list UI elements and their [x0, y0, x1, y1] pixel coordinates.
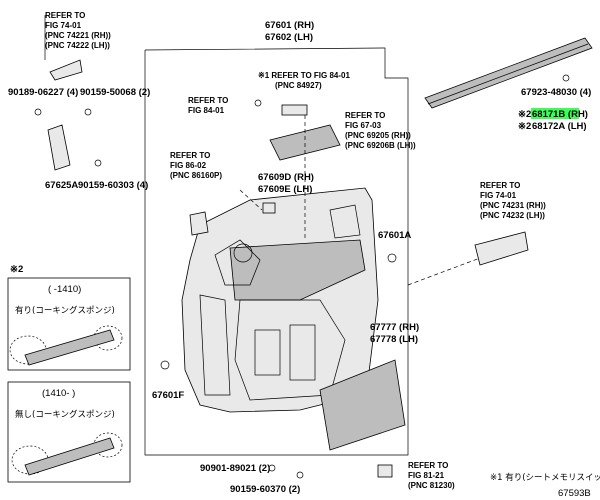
speaker-connector[interactable]: [189, 211, 209, 236]
switch-clip-icon[interactable]: [254, 99, 262, 107]
inset-title: ※2: [10, 264, 23, 275]
callout-screw-90159-60370: 90159-60370 (2): [230, 484, 300, 495]
inset-range-bottom: (1410- ): [42, 388, 75, 399]
reference-fig-74-01-b[interactable]: REFER TO FIG 74-01 (PNC 74231 (RH)) (PNC…: [480, 181, 546, 220]
svg-text:REFER TO: REFER TO: [188, 96, 228, 105]
footnote: ※1 有り(シートメモリスイッチ): [490, 472, 600, 483]
inset-label-top: 有り(コーキングスポンジ): [15, 305, 115, 316]
inset-box-bottom: [7, 381, 131, 483]
reference-fig-81-21[interactable]: REFER TO FIG 81-21 (PNC 81230): [408, 461, 455, 490]
bolt-icon[interactable]: [34, 108, 42, 116]
svg-text:REFER TO: REFER TO: [170, 151, 210, 160]
svg-text:(PNC 81230): (PNC 81230): [408, 481, 455, 490]
clip-67601f-icon[interactable]: [160, 360, 170, 370]
door-trim-panel[interactable]: [181, 187, 379, 413]
callout-67923: 67923-48030 (4): [521, 87, 591, 98]
leader-dash: [239, 189, 263, 211]
moulding-clip-icon[interactable]: [562, 74, 570, 82]
callout-screw-90159-50068: 90159-50068 (2): [80, 87, 150, 98]
callout-67601a: 67601A: [378, 230, 411, 241]
mirror-cover-part[interactable]: [49, 59, 83, 81]
bracket-67625a[interactable]: [47, 124, 71, 171]
mark-x2-b: ※2: [518, 121, 531, 132]
callout-68171b[interactable]: 68171B (RH): [532, 109, 588, 120]
plug-67609d[interactable]: [262, 202, 276, 214]
svg-text:FIG 84-01: FIG 84-01: [188, 106, 225, 115]
svg-text:(PNC 69205 (RH)): (PNC 69205 (RH)): [345, 131, 411, 140]
svg-text:FIG 74-01: FIG 74-01: [480, 191, 517, 200]
callout-67778: 67778 (LH): [370, 334, 418, 345]
svg-text:(PNC 74222 (LH)): (PNC 74222 (LH)): [45, 41, 110, 50]
clip-67601a-icon[interactable]: [387, 253, 397, 263]
highlight-68171b: [531, 108, 579, 119]
svg-text:(PNC 74231 (RH)): (PNC 74231 (RH)): [480, 201, 546, 210]
clip-icon[interactable]: [94, 159, 102, 167]
reference-fig-74-01-a[interactable]: REFER TO FIG 74-01 (PNC 74221 (RH)) (PNC…: [45, 11, 111, 50]
inset-range-top: ( -1410): [48, 284, 81, 295]
svg-text:(PNC 84927): (PNC 84927): [275, 81, 322, 90]
inset-box-top: [7, 277, 131, 371]
callout-67609e: 67609E (LH): [258, 184, 312, 195]
svg-text:REFER TO: REFER TO: [480, 181, 520, 190]
callout-68172a: 68172A (LH): [532, 121, 587, 132]
inset-label-bottom: 無し(コーキングスポンジ): [15, 409, 115, 420]
svg-text:(PNC 74232 (LH)): (PNC 74232 (LH)): [480, 211, 545, 220]
leader-dash: [407, 257, 481, 286]
moulding-with-sponge: [24, 329, 115, 366]
svg-text:REFER TO: REFER TO: [45, 11, 85, 20]
armrest-switch-bezel[interactable]: [269, 124, 341, 161]
svg-text:FIG 81-21: FIG 81-21: [408, 471, 445, 480]
callout-67625a: 67625A: [45, 180, 78, 191]
screw-bottom-b-icon[interactable]: [296, 471, 304, 479]
svg-text:FIG 86-02: FIG 86-02: [170, 161, 207, 170]
reference-fig-86-02[interactable]: REFER TO FIG 86-02 (PNC 86160P): [170, 151, 222, 180]
svg-text:(PNC 74221 (RH)): (PNC 74221 (RH)): [45, 31, 111, 40]
svg-text:REFER TO: REFER TO: [345, 111, 385, 120]
armrest-cover-part[interactable]: [474, 231, 529, 266]
reference-fig-84-01-a[interactable]: ※1 REFER TO FIG 84-01 (PNC 84927): [258, 71, 350, 90]
screw-bottom-a-icon[interactable]: [268, 464, 276, 472]
screw-icon[interactable]: [84, 108, 92, 116]
moulding-without-sponge: [24, 437, 115, 476]
lower-trim-67777[interactable]: [319, 359, 406, 451]
svg-text:(PNC 86160P): (PNC 86160P): [170, 171, 222, 180]
callout-screw-90901: 90901-89021 (2): [200, 463, 270, 474]
callout-67609d: 67609D (RH): [258, 172, 314, 183]
callout-panel-lh: 67602 (LH): [265, 32, 313, 43]
reference-fig-84-01-b[interactable]: REFER TO FIG 84-01: [188, 96, 228, 115]
svg-text:(PNC 69206B (LH)): (PNC 69206B (LH)): [345, 141, 416, 150]
svg-text:REFER TO: REFER TO: [408, 461, 448, 470]
switch-81230[interactable]: [377, 464, 393, 478]
panel-frame: [144, 47, 409, 456]
callout-panel-rh: 67601 (RH): [265, 20, 314, 31]
svg-text:※1 REFER TO FIG 84-01: ※1 REFER TO FIG 84-01: [258, 71, 350, 80]
callout-67777: 67777 (RH): [370, 322, 419, 333]
callout-clip-90159-60303: 90159-60303 (4): [78, 180, 148, 191]
reference-fig-67-03[interactable]: REFER TO FIG 67-03 (PNC 69205 (RH)) (PNC…: [345, 111, 416, 150]
svg-text:FIG 67-03: FIG 67-03: [345, 121, 382, 130]
belt-moulding-strip[interactable]: [424, 37, 593, 109]
callout-bolt-90189: 90189-06227 (4): [8, 87, 78, 98]
diagram-id: 67593B: [558, 488, 591, 499]
inset-x2: ※2 ( -1410) 有り(コーキングスポンジ) (1410- ) 無し(コー…: [7, 264, 131, 483]
svg-text:FIG 74-01: FIG 74-01: [45, 21, 82, 30]
callout-67601f: 67601F: [152, 390, 184, 401]
mark-x2-a: ※2: [518, 109, 531, 120]
switch-part[interactable]: [281, 104, 308, 116]
